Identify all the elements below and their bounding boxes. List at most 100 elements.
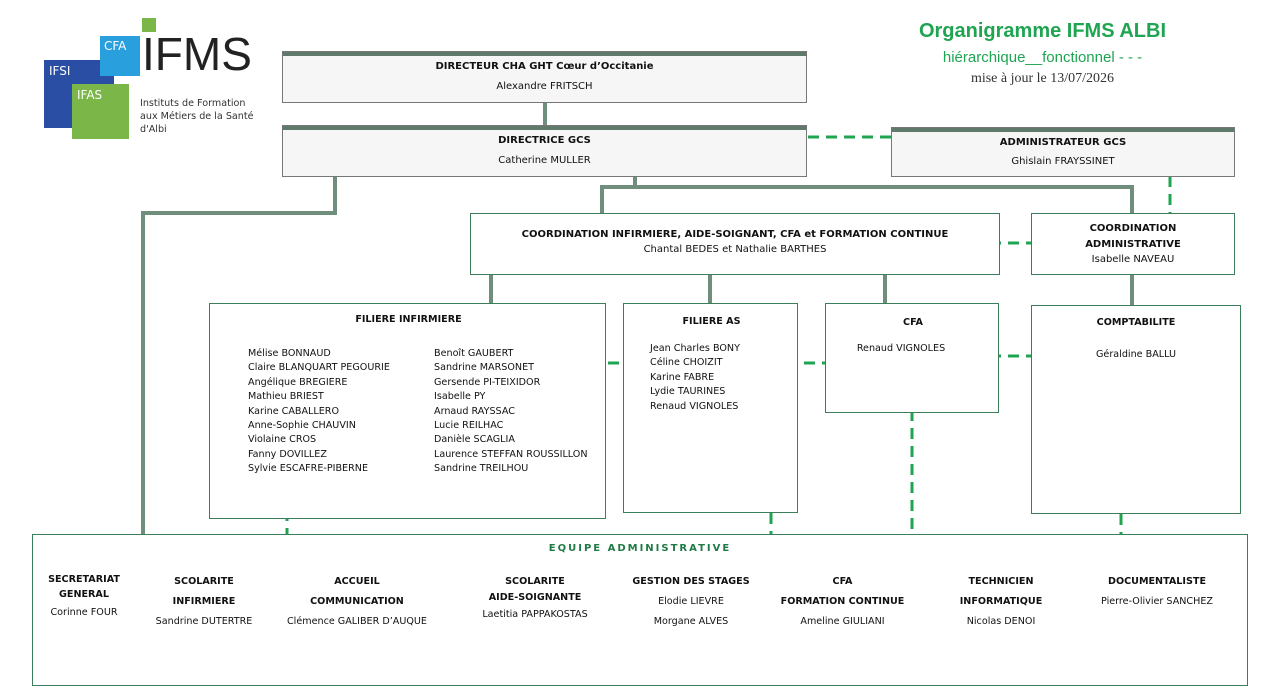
ifms-logo: IFSI CFA IFAS IFMS Instituts de Formatio… [42, 16, 272, 146]
cfa-title: CFA [903, 317, 923, 328]
service-scolarite-as: SCOLARITE AIDE-SOIGNANTE Laetitia PAPPAK… [460, 574, 610, 624]
comptabilite-box: COMPTABILITE Géraldine BALLU [1031, 305, 1241, 514]
cfa-box: CFA Renaud VIGNOLES [825, 303, 999, 413]
administrateur-name: Ghislain FRAYSSINET [1011, 156, 1115, 167]
staff-name: Mélise BONNAUD [248, 348, 331, 359]
staff-name: Danièle SCAGLIA [434, 434, 515, 446]
staff-name: Violaine CROS [248, 434, 317, 446]
service-title: FORMATION CONTINUE [780, 596, 905, 607]
coord-admin-box: COORDINATION ADMINISTRATIVE Isabelle NAV… [1031, 213, 1235, 275]
service-title: SECRETARIAT [48, 574, 120, 585]
logo-subtitle-line: d'Albi [140, 124, 167, 135]
staff-name: Gersende PI-TEIXIDOR [434, 376, 541, 388]
service-technicien: TECHNICIEN INFORMATIQUE Nicolas DENOI [942, 572, 1060, 632]
coordination-box: COORDINATION INFIRMIERE, AIDE-SOIGNANT, … [470, 213, 1000, 275]
service-title: AIDE-SOIGNANTE [488, 592, 582, 603]
service-accueil: ACCUEIL COMMUNICATION Clémence GALIBER D… [272, 572, 442, 632]
service-staff-name: Laetitia PAPPAKOSTAS [482, 609, 588, 620]
service-title: ACCUEIL [334, 576, 380, 587]
staff-name: Claire BLANQUART PEGOURIE [248, 362, 390, 374]
service-title: COMMUNICATION [310, 596, 404, 607]
directrice-title: DIRECTRICE GCS [498, 135, 591, 146]
staff-name: Lucie REILHAC [434, 420, 504, 432]
logo-brand: IFMS [142, 28, 252, 80]
staff-name: Karine CABALLERO [248, 405, 340, 417]
logo-cfa-text: CFA [104, 39, 127, 53]
staff-name: Sandrine MARSONET [434, 362, 535, 374]
logo-small-green-square [142, 18, 156, 32]
coord-admin-name: Isabelle NAVEAU [1091, 254, 1175, 265]
directrice-box: DIRECTRICE GCS Catherine MULLER [282, 125, 807, 177]
service-title: CFA [832, 576, 853, 587]
staff-name: Karine FABRE [650, 371, 715, 383]
service-staff-name: Pierre-Olivier SANCHEZ [1101, 596, 1213, 607]
service-title: SCOLARITE [174, 576, 234, 587]
equipe-title: EQUIPE ADMINISTRATIVE [548, 543, 732, 554]
staff-name: Arnaud RAYSSAC [434, 405, 515, 417]
service-title: GESTION DES STAGES [632, 576, 750, 587]
coordination-title: COORDINATION INFIRMIERE, AIDE-SOIGNANT, … [521, 229, 949, 240]
service-scolarite-infirmiere: SCOLARITE INFIRMIERE Sandrine DUTERTRE [144, 572, 264, 632]
service-staff-name: Elodie LIEVRE [658, 596, 724, 607]
coord-admin-title-line1: COORDINATION [1089, 223, 1177, 234]
service-secretariat: SECRETARIAT GENERAL Corinne FOUR [34, 572, 134, 622]
directeur-name: Alexandre FRITSCH [496, 81, 593, 92]
filiere-as-names: Jean Charles BONY Céline CHOIZIT Karine … [650, 342, 740, 414]
filiere-as-box: FILIERE AS Jean Charles BONY Céline CHOI… [623, 303, 798, 513]
logo-subtitle: Instituts de Formation aux Métiers de la… [140, 97, 254, 136]
service-staff-name: Nicolas DENOI [966, 616, 1036, 627]
staff-name: Renaud VIGNOLES [650, 400, 739, 412]
service-gestion-stages: GESTION DES STAGES Elodie LIEVRE Morgane… [622, 572, 760, 632]
cfa-name: Renaud VIGNOLES [856, 343, 946, 354]
comptabilite-title: COMPTABILITE [1096, 317, 1176, 328]
coord-admin-title-line2: ADMINISTRATIVE [1085, 239, 1181, 250]
staff-name: Sandrine TREILHOU [434, 463, 529, 475]
staff-name: Céline CHOIZIT [650, 357, 723, 369]
filiere-infirmiere-title: FILIERE INFIRMIERE [355, 314, 462, 325]
administrateur-box: ADMINISTRATEUR GCS Ghislain FRAYSSINET [891, 127, 1235, 177]
service-staff-name: Sandrine DUTERTRE [155, 616, 253, 627]
logo-ifas-text: IFAS [77, 88, 103, 102]
staff-name: Jean Charles BONY [650, 343, 740, 354]
staff-name: Lydie TAURINES [650, 386, 726, 398]
staff-name: Mathieu BRIEST [248, 391, 324, 403]
directrice-name: Catherine MULLER [498, 155, 591, 166]
service-title: INFORMATIQUE [959, 596, 1043, 607]
service-title: INFIRMIERE [172, 596, 236, 607]
page-title: Organigramme IFMS ALBI [918, 20, 1167, 42]
filiere-infirmiere-col1: Mélise BONNAUD Claire BLANQUART PEGOURIE… [248, 347, 390, 477]
staff-name: Fanny DOVILLEZ [248, 448, 327, 460]
coordination-name: Chantal BEDES et Nathalie BARTHES [643, 244, 827, 255]
staff-name: Laurence STEFFAN ROUSSILLON [434, 448, 588, 460]
service-documentaliste: DOCUMENTALISTE Pierre-Olivier SANCHEZ [1086, 572, 1228, 612]
service-title: TECHNICIEN [968, 576, 1034, 587]
directeur-title: DIRECTEUR CHA GHT Cœur d’Occitanie [435, 61, 654, 72]
staff-name: Angélique BREGIERE [248, 376, 348, 388]
service-title: DOCUMENTALISTE [1108, 576, 1206, 587]
filiere-as-title: FILIERE AS [682, 316, 741, 327]
directeur-box: DIRECTEUR CHA GHT Cœur d’Occitanie Alexa… [282, 51, 807, 103]
legend-text: hiérarchique__fonctionnel - - - [942, 49, 1143, 66]
staff-name: Isabelle PY [434, 391, 486, 403]
service-title: SCOLARITE [505, 576, 565, 587]
filiere-infirmiere-col2: Benoît GAUBERT Sandrine MARSONET Gersend… [434, 347, 588, 477]
administrateur-title: ADMINISTRATEUR GCS [999, 137, 1127, 148]
service-staff-name: Clémence GALIBER D’AUQUE [286, 616, 427, 627]
logo-ifsi-text: IFSI [49, 64, 71, 78]
logo-square-cfa: CFA [100, 36, 140, 76]
comptabilite-name: Géraldine BALLU [1096, 349, 1176, 360]
logo-subtitle-line: aux Métiers de la Santé [140, 111, 254, 122]
staff-name: Benoît GAUBERT [434, 348, 514, 359]
service-staff-name: Morgane ALVES [653, 616, 729, 627]
service-staff-name: Corinne FOUR [50, 607, 118, 618]
filiere-infirmiere-box: FILIERE INFIRMIERE Mélise BONNAUD Claire… [209, 303, 606, 519]
service-title: GENERAL [59, 589, 109, 600]
equipe-administrative-box: EQUIPE ADMINISTRATIVE [32, 534, 1248, 686]
logo-square-ifas: IFAS [72, 84, 129, 139]
staff-name: Sylvie ESCAFRE-PIBERNE [248, 463, 369, 475]
service-staff-name: Ameline GIULIANI [800, 616, 885, 627]
logo-subtitle-line: Instituts de Formation [140, 98, 246, 109]
staff-name: Anne-Sophie CHAUVIN [248, 420, 356, 432]
update-date: mise à jour le 13/07/2026 [970, 71, 1115, 86]
line-branch-coordinations [600, 185, 1134, 213]
